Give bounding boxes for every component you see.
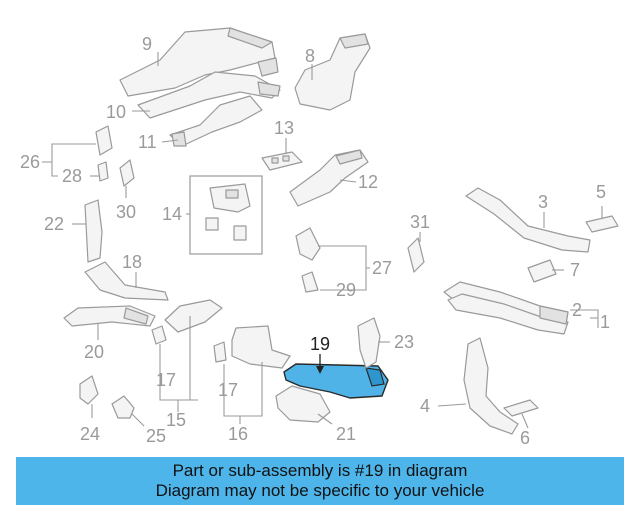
callout-24: 24 (80, 424, 100, 444)
part-30-clip[interactable] (119, 159, 135, 187)
part-20-duct[interactable] (63, 305, 156, 327)
part-21-duct[interactable] (275, 385, 331, 423)
callout-3: 3 (538, 192, 548, 212)
part-27-bracket[interactable] (295, 227, 321, 261)
part-24-clip[interactable] (79, 375, 99, 405)
callout-12: 12 (358, 172, 378, 192)
callout-25: 25 (146, 426, 166, 446)
part-28-clip[interactable] (97, 161, 109, 182)
part-12-duct[interactable] (289, 149, 369, 207)
part-3-duct[interactable] (465, 187, 591, 253)
part-17-clip-left[interactable] (151, 325, 167, 345)
callout-15: 15 (166, 410, 186, 430)
callout-21: 21 (336, 424, 356, 444)
callout-14: 14 (162, 204, 182, 224)
callout-16: 16 (228, 424, 248, 444)
part-2-duct[interactable] (539, 305, 569, 325)
part-29-clip[interactable] (301, 271, 319, 293)
banner-line-2: Diagram may not be specific to your vehi… (155, 481, 485, 500)
part-9-duct[interactable] (119, 27, 279, 97)
callout-4: 4 (420, 396, 430, 416)
callout-30: 30 (116, 202, 136, 222)
parts-diagram: 9 10 11 8 13 12 26 28 30 14 22 18 20 17 … (20, 27, 619, 448)
callout-1: 1 (600, 312, 610, 332)
callout-13: 13 (274, 118, 294, 138)
callouts: 9 10 11 8 13 12 26 28 30 14 22 18 20 17 … (20, 34, 610, 448)
part-11-duct[interactable] (169, 95, 263, 147)
part-6-clip[interactable] (503, 399, 539, 417)
part-5-clip[interactable] (585, 215, 619, 233)
part-17-clip-right[interactable] (213, 341, 227, 363)
part-18-duct[interactable] (84, 261, 169, 301)
leader-19-arrowhead (316, 366, 324, 374)
part-25-clip[interactable] (111, 395, 135, 419)
part-19-duct-highlighted[interactable] (283, 363, 389, 399)
callout-31: 31 (410, 212, 430, 232)
callout-9: 9 (142, 34, 152, 54)
callout-22: 22 (44, 214, 64, 234)
callout-10: 10 (106, 102, 126, 122)
callout-20: 20 (84, 342, 104, 362)
part-15-duct[interactable] (164, 299, 223, 333)
callout-17-left: 17 (156, 370, 176, 390)
part-7-clip[interactable] (527, 259, 557, 283)
callout-17-right: 17 (218, 380, 238, 400)
banner-line-1: Part or sub-assembly is #19 in diagram (172, 461, 468, 480)
callout-27: 27 (372, 258, 392, 278)
part-4-duct[interactable] (463, 337, 519, 435)
part-22-panel[interactable] (84, 199, 103, 263)
part-26-bracket[interactable] (95, 125, 113, 156)
part-14-kit[interactable] (189, 175, 263, 255)
callout-18: 18 (122, 252, 142, 272)
callout-5: 5 (596, 182, 606, 202)
part-16-duct[interactable] (231, 325, 291, 369)
part-10-duct[interactable] (137, 71, 281, 119)
callout-19: 19 (310, 334, 330, 354)
callout-6: 6 (520, 428, 530, 448)
callout-7: 7 (570, 260, 580, 280)
callout-29: 29 (336, 280, 356, 300)
leader-lines (42, 52, 603, 429)
callout-26: 26 (20, 152, 40, 172)
callout-2: 2 (572, 300, 582, 320)
part-23-panel[interactable] (357, 317, 381, 369)
part-8-bracket[interactable] (294, 33, 371, 111)
info-banner: Part or sub-assembly is #19 in diagram D… (16, 457, 624, 505)
callout-23: 23 (394, 332, 414, 352)
callout-28: 28 (62, 166, 82, 186)
part-13-clip[interactable] (261, 151, 303, 171)
callout-11: 11 (138, 132, 157, 152)
part-31-clip[interactable] (407, 237, 425, 273)
callout-8: 8 (305, 46, 315, 66)
